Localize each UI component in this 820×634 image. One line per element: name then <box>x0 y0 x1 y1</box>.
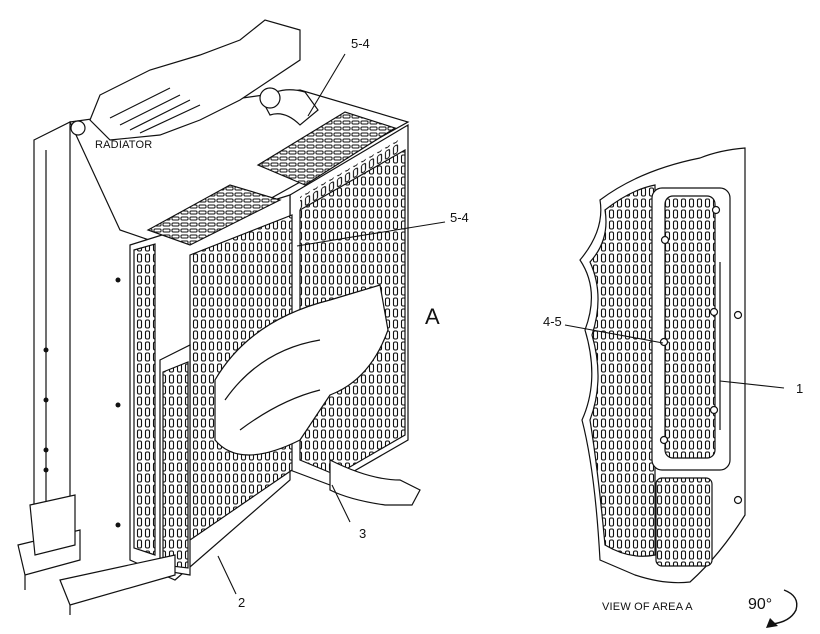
area-a-marker: A <box>425 304 440 329</box>
callout-5-4-mid: 5-4 <box>450 210 469 225</box>
fan-shroud <box>214 284 389 456</box>
base-skid-front <box>59 554 176 606</box>
vertical-panel-grille <box>162 361 189 569</box>
left-frame <box>33 121 71 542</box>
leader-1 <box>719 380 785 389</box>
left-grille-strip <box>133 243 156 556</box>
lower-hose <box>329 459 421 506</box>
view-caption: VIEW OF AREA A <box>602 601 693 613</box>
callout-5-4-top: 5-4 <box>351 36 370 51</box>
leader-5-4-top <box>307 53 346 117</box>
engine-parts <box>89 19 301 141</box>
detail-bolts <box>659 205 743 505</box>
main-radiator-view <box>17 19 421 615</box>
callout-1: 1 <box>796 381 804 396</box>
callout-4-5: 4-5 <box>543 314 562 329</box>
callout-3: 3 <box>359 526 367 541</box>
rotation-arrow-icon <box>771 589 798 625</box>
detail-lower-grille <box>655 477 713 567</box>
leader-4-5 <box>564 324 664 344</box>
leader-lines <box>217 53 785 595</box>
leader-3 <box>331 484 351 523</box>
leader-2 <box>217 555 237 595</box>
radiator-label: RADIATOR <box>95 139 153 151</box>
area-a-detail-view <box>579 147 798 628</box>
callout-2: 2 <box>238 595 246 610</box>
top-grille-left <box>146 184 282 246</box>
rotation-label: 90° <box>748 596 773 613</box>
leader-5-4-mid <box>296 221 446 247</box>
top-grille-right <box>256 111 397 186</box>
detail-inner-grille <box>664 195 716 459</box>
detail-grille-left <box>589 184 656 557</box>
